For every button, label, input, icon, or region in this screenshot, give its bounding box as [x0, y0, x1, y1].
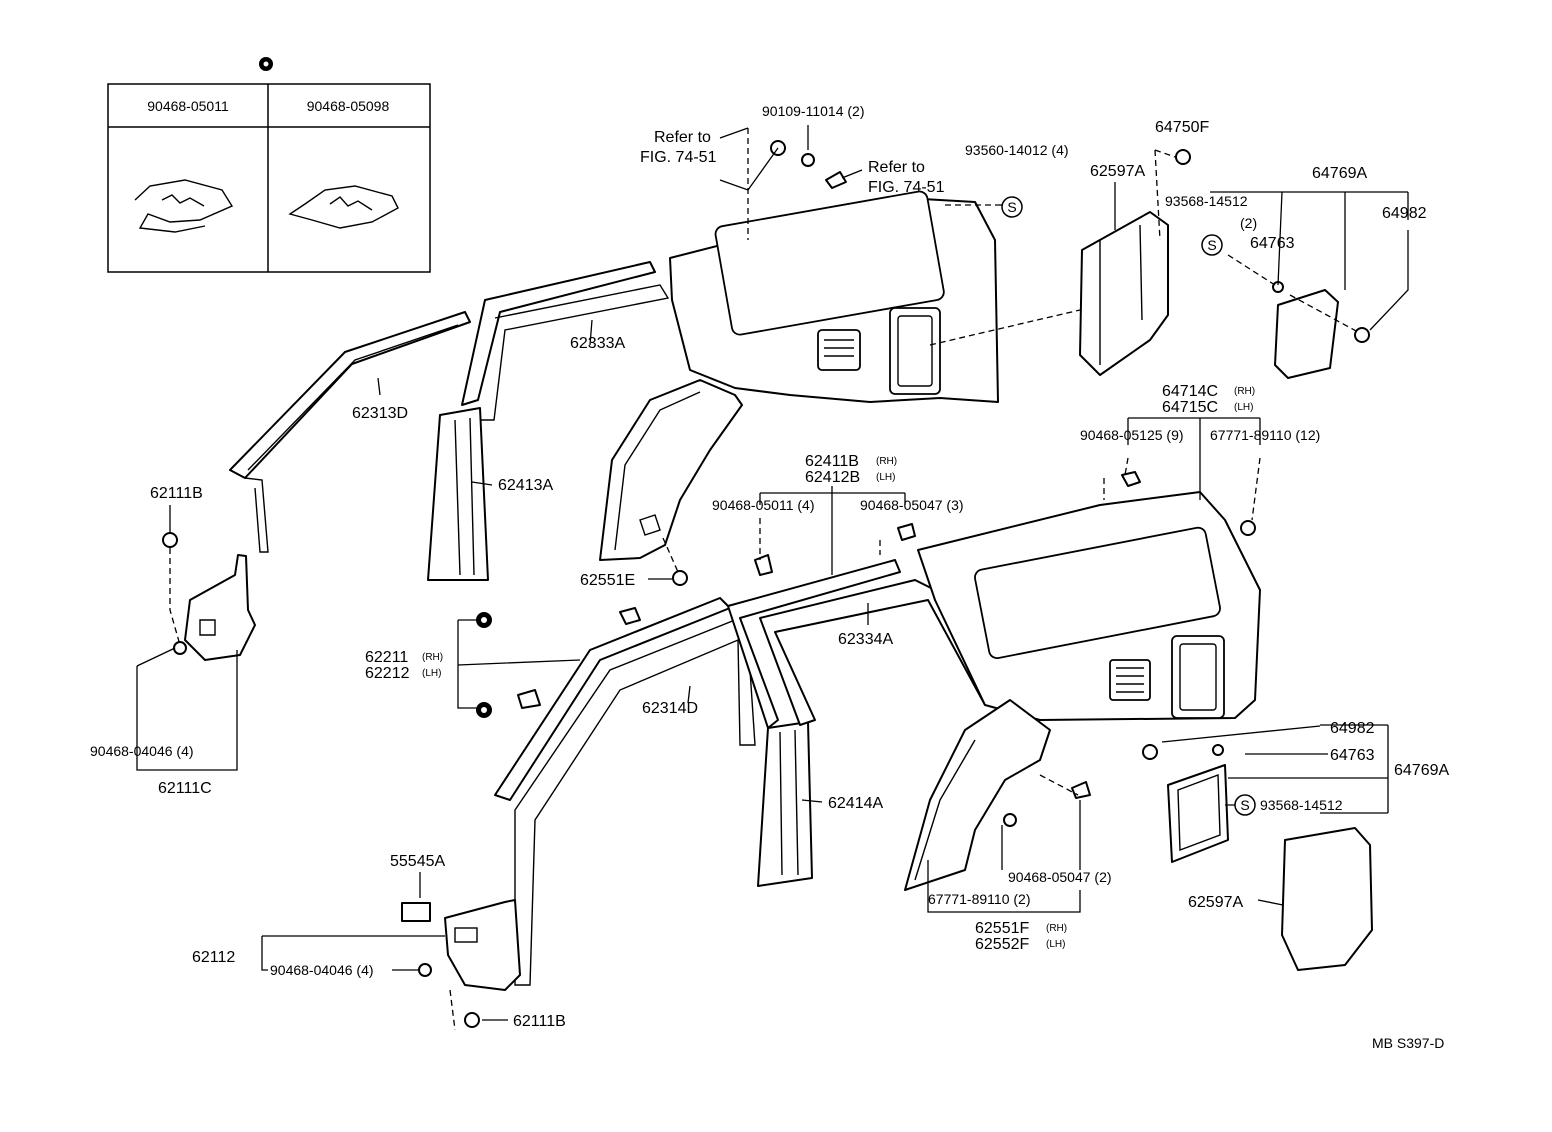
label-67771-12: 67771-89110 (12)	[1210, 427, 1320, 443]
part-64750F	[1175, 149, 1191, 165]
part-62414A	[757, 721, 813, 887]
label-64982-top: 64982	[1382, 205, 1427, 222]
label-62313D: 62313D	[352, 405, 408, 422]
label-62411B: 62411B	[805, 453, 859, 470]
label-90468-04046-bot: 90468-04046 (4)	[270, 962, 374, 978]
label-62212-side: (LH)	[422, 668, 441, 679]
clip-05098-drawing	[288, 185, 399, 229]
label-90468-05125: 90468-05125 (9)	[1080, 427, 1184, 443]
label-90468-05011: 90468-05011 (4)	[712, 497, 814, 513]
clip-67771-upper	[1240, 520, 1256, 536]
label-62112: 62112	[192, 949, 235, 966]
label-64769A-top: 64769A	[1312, 165, 1367, 182]
quarter-window-upper	[714, 190, 945, 336]
part-62333A	[461, 261, 656, 406]
clip-64982-upper	[1354, 327, 1370, 343]
label-64714C: 64714C	[1162, 383, 1218, 400]
label-93560: 93560-14012 (4)	[965, 142, 1069, 158]
part-55545A	[401, 902, 431, 922]
s-mark-icon	[1234, 794, 1256, 816]
clip-05011-drawing	[134, 179, 234, 233]
label-62111B-bot: 62111B	[513, 1013, 566, 1030]
label-62597A-bot: 62597A	[1188, 894, 1243, 911]
label-64715C-side: (LH)	[1234, 402, 1253, 413]
part-62411B	[727, 559, 901, 729]
svg-text:S: S	[1240, 797, 1249, 813]
label-62551E: 62551E	[580, 572, 635, 589]
part-labels: 90109-11014 (2) Refer to FIG. 74-51 Refe…	[90, 103, 1449, 1051]
svg-text:S: S	[1007, 199, 1016, 215]
label-67771-2: 67771-89110 (2)	[928, 891, 1030, 907]
part-62597A-lower	[1281, 827, 1373, 971]
s-mark-icon	[1001, 196, 1023, 218]
label-62412B-side: (LH)	[876, 472, 895, 483]
label-93568-top: 93568-14512	[1165, 193, 1248, 209]
leader-lines	[136, 125, 1409, 1031]
clip-64982-lower	[1142, 744, 1158, 760]
label-55545A: 55545A	[390, 853, 445, 870]
label-90468-05047-2: 90468-05047 (2)	[1008, 869, 1112, 885]
label-62411B-side: (RH)	[876, 456, 897, 467]
part-62314D-inner	[514, 619, 756, 986]
label-64769A-bot: 64769A	[1394, 762, 1449, 779]
label-64982-bot: 64982	[1330, 720, 1375, 737]
label-62333A: 62333A	[570, 335, 625, 352]
label-93568-bot: 93568-14512	[1260, 797, 1343, 813]
label-93568-top-qty: (2)	[1240, 215, 1257, 231]
label-refer1b: FIG. 74-51	[640, 149, 717, 166]
label-90468-04046-left: 90468-04046 (4)	[90, 743, 194, 759]
label-refer1a: Refer to	[654, 129, 711, 146]
clip-62111B-lower	[464, 1012, 480, 1028]
part-62313D	[229, 311, 471, 479]
label-64763-bot: 64763	[1330, 747, 1375, 764]
label-62414A: 62414A	[828, 795, 883, 812]
label-64715C: 64715C	[1162, 399, 1218, 416]
label-64750F: 64750F	[1155, 119, 1209, 136]
s-marks: S S S	[476, 196, 1256, 816]
label-refer2a: Refer to	[868, 159, 925, 176]
quarter-window-lower	[974, 526, 1221, 660]
clip-62111B-upper	[162, 532, 178, 548]
part-wheelhouse-upper	[599, 379, 743, 561]
label-62551F-side: (RH)	[1046, 923, 1067, 934]
inset-col-1: 90468-05011	[147, 98, 229, 114]
clip-62551E	[672, 570, 688, 586]
label-62552F-side: (LH)	[1046, 939, 1065, 950]
inset-col-2: 90468-05098	[307, 98, 390, 114]
label-64763-top: 64763	[1250, 235, 1295, 252]
part-62111C	[184, 554, 256, 661]
label-refer2b: FIG. 74-51	[868, 179, 945, 196]
label-62334A: 62334A	[838, 631, 893, 648]
label-62111B-top: 62111B	[150, 485, 203, 502]
label-62212: 62212	[365, 665, 410, 682]
part-62551F	[904, 699, 1051, 891]
clip-64763-lower	[1212, 744, 1224, 756]
part-62597A-upper	[1079, 211, 1169, 376]
s-mark-icon	[1201, 234, 1223, 256]
label-62111C: 62111C	[158, 780, 212, 797]
label-62597A-top: 62597A	[1090, 163, 1145, 180]
part-62112	[444, 899, 521, 991]
label-62314D: 62314D	[642, 700, 698, 717]
clip-inset: 90468-05011 90468-05098	[107, 57, 431, 273]
part-64769A-upper	[1274, 289, 1339, 379]
diagram-code: MB S397-D	[1372, 1035, 1444, 1051]
part-62334A	[759, 579, 1001, 726]
label-62552F: 62552F	[975, 936, 1029, 953]
label-90468-05047-3: 90468-05047 (3)	[860, 497, 964, 513]
label-62211-side: (RH)	[422, 652, 443, 663]
label-62551F: 62551F	[975, 920, 1029, 937]
label-90109: 90109-11014 (2)	[762, 103, 864, 119]
label-64714C-side: (RH)	[1234, 386, 1255, 397]
label-62211: 62211	[365, 649, 408, 666]
label-62412B: 62412B	[805, 469, 860, 486]
svg-text:S: S	[1207, 237, 1216, 253]
label-62413A: 62413A	[498, 477, 553, 494]
